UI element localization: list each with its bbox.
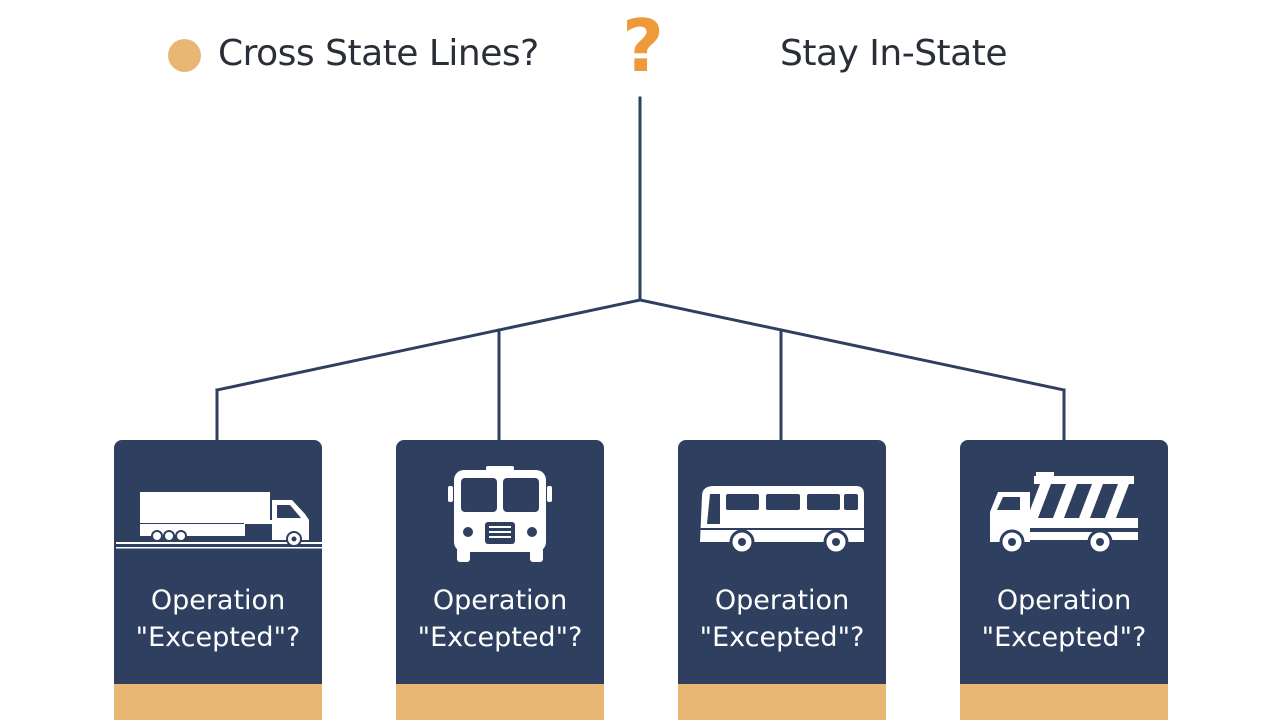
card-bus-side: Operation "Excepted"? — [678, 440, 886, 720]
branch-line-2 — [638, 298, 1066, 392]
card-semi-truck: Operation "Excepted"? — [114, 440, 322, 720]
bus-front-icon — [448, 466, 552, 562]
card-label-line-1: Operation — [714, 585, 850, 616]
card-label-line-2: "Excepted"? — [699, 622, 865, 653]
branch-line-1 — [215, 298, 642, 392]
card-footer — [396, 684, 604, 720]
legend-dot — [168, 39, 201, 72]
card-label: Operation "Excepted"? — [678, 582, 886, 656]
heading-stay-in-state: Stay In-State — [780, 33, 1008, 74]
card-label-line-2: "Excepted"? — [417, 622, 583, 653]
card-label-line-1: Operation — [432, 585, 568, 616]
card-label-line-2: "Excepted"? — [135, 622, 301, 653]
question-mark-icon: ? — [622, 4, 664, 88]
semi-truck-icon — [116, 492, 322, 549]
card-label-line-1: Operation — [996, 585, 1132, 616]
card-footer — [678, 684, 886, 720]
card-bus-front: Operation "Excepted"? — [396, 440, 604, 720]
bus-side-icon — [700, 486, 864, 555]
card-footer — [114, 684, 322, 720]
card-label-line-1: Operation — [150, 585, 286, 616]
dump-truck-icon — [990, 472, 1138, 555]
card-footer — [960, 684, 1168, 720]
card-label: Operation "Excepted"? — [114, 582, 322, 656]
heading-cross-state-lines: Cross State Lines? — [218, 33, 539, 74]
card-dump-truck: Operation "Excepted"? — [960, 440, 1168, 720]
card-label: Operation "Excepted"? — [396, 582, 604, 656]
card-label-line-2: "Excepted"? — [981, 622, 1147, 653]
card-label: Operation "Excepted"? — [960, 582, 1168, 656]
